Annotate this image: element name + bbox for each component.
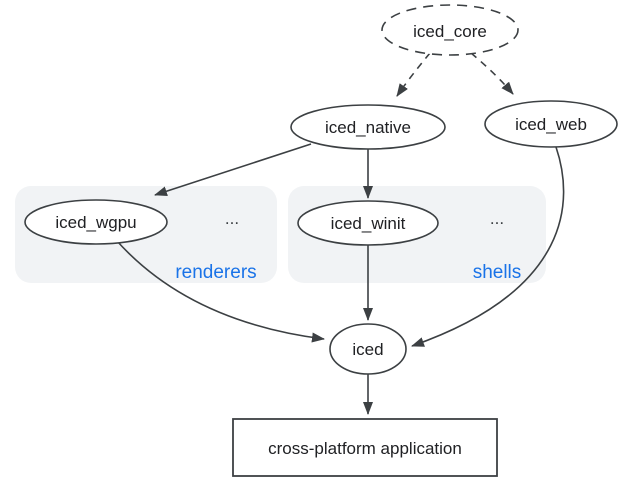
renderers-group-label: renderers bbox=[175, 262, 256, 283]
iced-label: iced bbox=[352, 340, 383, 359]
edge-iced-core-to-iced-native bbox=[396, 52, 431, 97]
node-iced-wgpu: iced_wgpu bbox=[24, 199, 168, 245]
node-cross-platform-application: cross-platform application bbox=[232, 418, 498, 477]
node-iced-winit: iced_winit bbox=[297, 200, 439, 246]
iced-native-label: iced_native bbox=[325, 118, 411, 137]
iced-web-ellipse bbox=[484, 100, 618, 148]
application-rect bbox=[232, 418, 498, 477]
node-iced: iced bbox=[329, 323, 407, 375]
iced-web-label: iced_web bbox=[515, 115, 587, 134]
node-iced-web: iced_web bbox=[484, 100, 618, 148]
iced-native-ellipse bbox=[290, 104, 446, 150]
iced-winit-ellipse bbox=[297, 200, 439, 246]
iced-wgpu-ellipse bbox=[24, 199, 168, 245]
iced-ellipse bbox=[329, 323, 407, 375]
application-label: cross-platform application bbox=[268, 439, 462, 458]
shells-ellipsis-label: ... bbox=[490, 209, 504, 228]
iced-winit-label: iced_winit bbox=[331, 214, 406, 233]
edge-iced-native-to-iced-wgpu bbox=[154, 143, 312, 197]
shells-group-label: shells bbox=[473, 262, 522, 283]
iced-wgpu-label: iced_wgpu bbox=[55, 213, 136, 232]
edge-iced-core-to-iced-web bbox=[470, 52, 514, 95]
renderers-ellipsis-label: ... bbox=[225, 209, 239, 228]
node-iced-native: iced_native bbox=[290, 104, 446, 150]
edge-iced-web-to-iced bbox=[411, 146, 565, 347]
iced-core-ellipse bbox=[381, 4, 519, 56]
iced-core-label: iced_core bbox=[413, 22, 487, 41]
node-iced-core: iced_core bbox=[381, 4, 519, 56]
edge-iced-wgpu-to-iced bbox=[116, 240, 325, 343]
